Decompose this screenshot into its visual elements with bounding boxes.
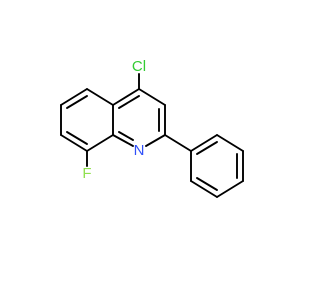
bond-c2-n1 xyxy=(145,134,166,147)
bond-c7-c8 xyxy=(60,134,88,152)
atom-label-nitrogen: N xyxy=(134,142,145,159)
bond-c4p-c5p xyxy=(216,180,244,198)
bond-c7-c8-double xyxy=(66,131,88,145)
bond-c4-c3 xyxy=(138,88,166,106)
bond-n1-c8a-double xyxy=(118,131,134,141)
bond-c5-c6 xyxy=(60,88,88,106)
bonds xyxy=(60,73,244,198)
atom-label-chlorine: Cl xyxy=(132,58,146,75)
molecule-structure-canvas: Cl N F xyxy=(60,58,244,198)
bond-c2p-c3p xyxy=(216,134,244,152)
bond-c5p-c6p-double xyxy=(196,177,218,191)
bond-c1p-c2p xyxy=(190,134,218,152)
bond-c1p-c2p-double xyxy=(196,141,218,155)
bond-c5-c6-double xyxy=(66,95,88,109)
atom-label-fluorine: F xyxy=(82,165,91,182)
atom-labels: Cl N F xyxy=(82,58,146,182)
bond-n1-c8a xyxy=(112,134,134,147)
bond-c4a-c4-double xyxy=(118,95,140,109)
bond-c2-c1p xyxy=(164,134,192,152)
bond-c8-c8a xyxy=(86,134,114,152)
bond-c5p-c6p xyxy=(190,180,218,198)
bond-c4a-c4 xyxy=(112,88,140,106)
bond-c4a-c5 xyxy=(86,88,114,106)
